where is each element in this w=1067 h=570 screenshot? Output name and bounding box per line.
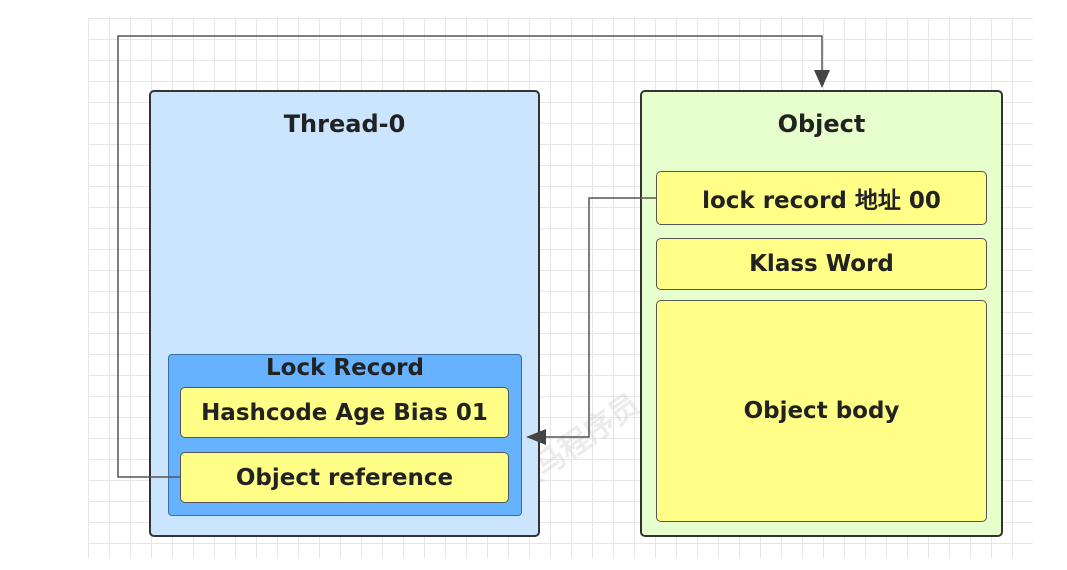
object-title: Object xyxy=(777,110,866,138)
lock-record-hashcode-cell: Hashcode Age Bias 01 xyxy=(180,387,509,438)
object-body-cell: Object body xyxy=(656,300,987,522)
reference-to-object-arrowhead xyxy=(814,70,830,88)
lock-record-title: Lock Record xyxy=(266,355,424,381)
lock-record-object-reference-cell: Object reference xyxy=(180,452,509,503)
object-klass-word-cell: Klass Word xyxy=(656,238,987,290)
thread-title: Thread-0 xyxy=(283,110,406,138)
object-mark-word-cell: lock record 地址 00 xyxy=(656,171,987,225)
mark-word-to-lock-record-arrowhead xyxy=(526,429,546,445)
reference-to-object-line xyxy=(117,35,823,478)
mark-word-to-lock-record-line xyxy=(542,197,656,438)
